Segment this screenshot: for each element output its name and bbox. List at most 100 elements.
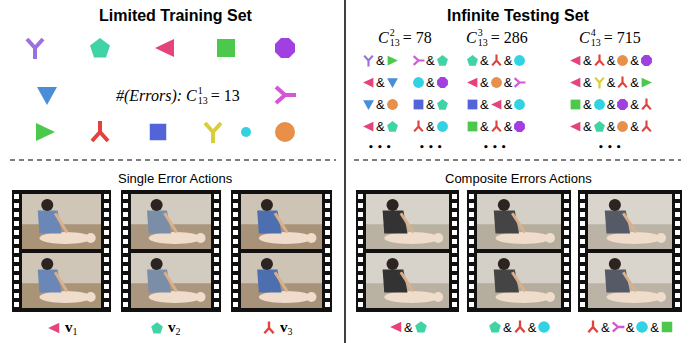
error-symbol — [150, 124, 167, 141]
ampersand: & — [426, 120, 435, 133]
error-symbol — [276, 87, 296, 103]
error-symbol — [537, 320, 551, 334]
error-symbol — [27, 39, 43, 59]
film-strip — [121, 190, 221, 312]
error-symbol — [90, 38, 110, 58]
error-symbol — [92, 121, 108, 141]
ampersand: & — [583, 98, 592, 111]
film-strip — [356, 190, 459, 312]
ampersand: & — [504, 120, 513, 133]
error-combination: && — [466, 54, 526, 67]
ampersand: & — [480, 54, 489, 67]
math-scripts: 413 — [591, 28, 601, 48]
error-symbol — [466, 54, 479, 67]
ellipsis: • • • — [598, 142, 622, 152]
error-symbol — [513, 98, 526, 111]
error-symbol — [414, 320, 428, 334]
error-symbol — [436, 76, 449, 89]
film-strip — [231, 190, 332, 312]
superscript: 3 — [478, 28, 483, 38]
ampersand: & — [376, 54, 385, 67]
error-symbol — [386, 98, 399, 111]
error-vector-label: v3 — [262, 319, 293, 336]
error-symbol — [593, 54, 606, 67]
error-combination: & — [412, 76, 449, 89]
error-symbol — [513, 54, 526, 67]
math-text: #(Errors): C — [116, 87, 197, 105]
error-combination: & — [362, 98, 399, 111]
error-symbol — [436, 120, 449, 133]
combination-count: C213= 78 — [378, 28, 432, 48]
section-label: Single Error Actions — [118, 171, 232, 186]
vector-index: 2 — [176, 326, 181, 337]
superscript: 2 — [390, 28, 395, 38]
ampersand: & — [503, 321, 512, 334]
ampersand: & — [607, 76, 616, 89]
math-text: = 286 — [491, 29, 528, 47]
ampersand: & — [583, 54, 592, 67]
error-symbol — [466, 98, 479, 111]
error-symbol — [155, 39, 174, 57]
error-symbol — [490, 98, 503, 111]
error-vector-label: v2 — [150, 319, 181, 336]
error-symbol — [593, 120, 606, 133]
ampersand: & — [404, 321, 413, 334]
action-photo — [241, 253, 322, 308]
error-symbol — [386, 54, 399, 67]
error-combination: && — [466, 76, 526, 89]
error-combination: & — [412, 54, 449, 67]
error-symbol — [47, 321, 61, 335]
error-symbol — [36, 123, 55, 141]
film-strip — [12, 190, 111, 312]
dashed-separator — [354, 159, 681, 160]
error-symbol — [436, 98, 449, 111]
error-symbol — [37, 87, 57, 105]
panel-title: Infinite Testing Set — [447, 7, 589, 25]
error-combination: & — [362, 76, 399, 89]
film-strip — [467, 190, 571, 312]
ampersand: & — [626, 321, 635, 334]
error-symbol — [490, 76, 503, 89]
ellipsis: • • • — [598, 142, 622, 152]
math-text: C — [579, 29, 590, 47]
error-combination: &&& — [569, 120, 653, 133]
error-symbol — [569, 98, 582, 111]
error-combination: && — [488, 320, 551, 334]
ampersand: & — [583, 76, 592, 89]
error-symbol — [362, 54, 375, 67]
error-symbol — [362, 98, 375, 111]
error-symbol — [569, 120, 582, 133]
math-scripts: 113 — [198, 86, 208, 106]
action-photo — [366, 194, 449, 249]
ampersand: & — [504, 76, 513, 89]
error-symbol — [640, 120, 653, 133]
ampersand: & — [630, 98, 639, 111]
error-symbol — [412, 120, 425, 133]
superscript: 4 — [591, 28, 596, 38]
error-symbol — [513, 320, 527, 334]
ampersand: & — [426, 76, 435, 89]
error-symbol — [640, 76, 653, 89]
math-text: = 715 — [604, 29, 641, 47]
vector-name: v — [168, 319, 176, 336]
error-symbol — [569, 76, 582, 89]
ampersand: & — [630, 120, 639, 133]
ellipsis: • • • — [368, 142, 392, 152]
error-symbol — [488, 320, 502, 334]
error-symbol — [466, 120, 479, 133]
error-symbol — [490, 54, 503, 67]
ampersand: & — [650, 321, 659, 334]
error-combination: & — [362, 54, 399, 67]
error-symbol — [640, 54, 653, 67]
error-symbol — [241, 127, 251, 137]
subscript: 13 — [198, 96, 208, 106]
ampersand: & — [601, 321, 610, 334]
error-symbol — [262, 321, 276, 335]
error-symbol — [466, 76, 479, 89]
error-symbol — [386, 120, 399, 133]
error-symbol — [586, 320, 600, 334]
ampersand: & — [426, 54, 435, 67]
ellipsis: • • • — [368, 142, 392, 152]
error-symbol — [513, 120, 526, 133]
error-symbol — [412, 76, 425, 89]
